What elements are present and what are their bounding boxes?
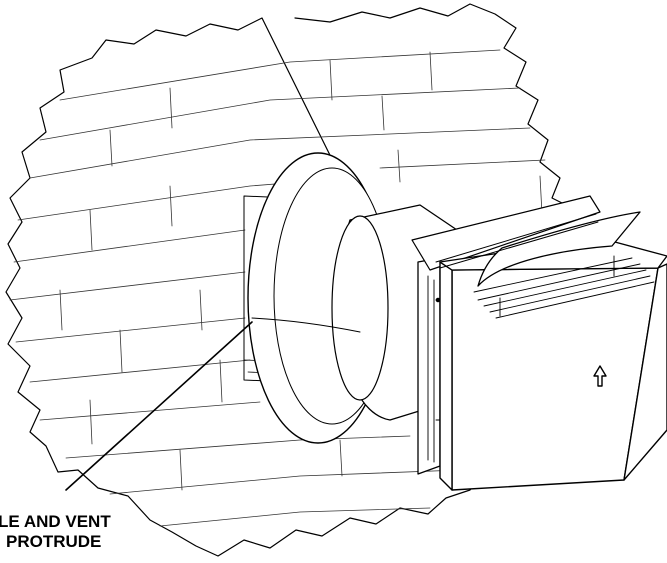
up-arrow-icon	[593, 365, 607, 387]
callout-line-1: LE AND VENT	[0, 512, 111, 531]
wall-breakout-outline	[5, 3, 593, 557]
flange-top	[411, 195, 601, 271]
louver-flap	[477, 211, 641, 287]
callout-line-2: PROTRUDE	[6, 532, 102, 551]
flange-detail	[427, 275, 443, 463]
flange-screw	[435, 297, 441, 303]
flange-rail	[435, 213, 599, 269]
hood-side-face	[439, 261, 453, 491]
pipe-seam	[251, 317, 361, 333]
vent-pipe-end	[331, 215, 389, 401]
hood-right-face	[623, 263, 667, 481]
callout-label: LE AND VENT PROTRUDE	[0, 512, 111, 552]
mounting-flange	[417, 257, 441, 475]
stone-course-lines	[9, 49, 546, 527]
louver-fins	[473, 255, 655, 319]
callout-leader-line	[65, 321, 253, 491]
